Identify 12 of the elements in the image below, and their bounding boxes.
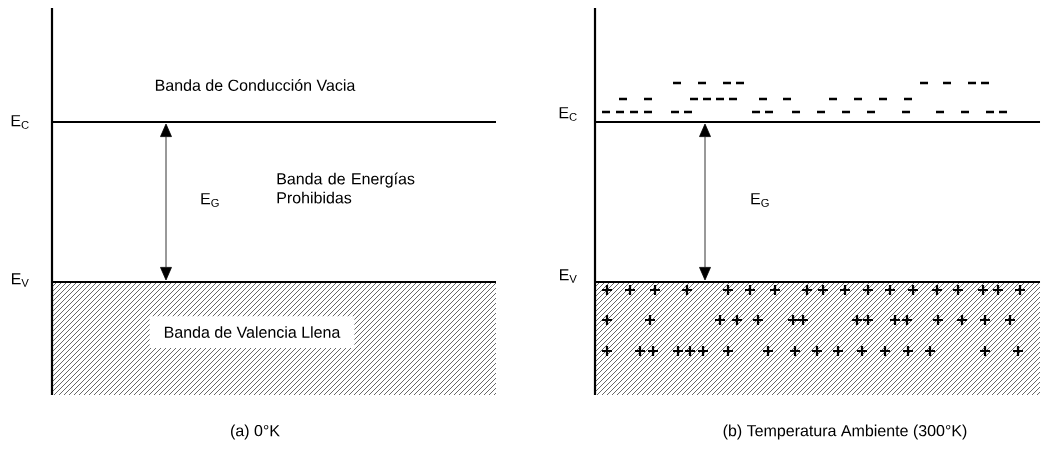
panel-caption: (b) Temperatura Ambiente (300°K) — [723, 424, 967, 440]
level-label: E$_{C}$ — [559, 107, 577, 121]
band-label: Banda de Conducción Vacia — [155, 79, 356, 91]
level-label: E$_{V}$ — [12, 273, 29, 287]
band-label: Banda de Energías Prohibidas — [277, 172, 415, 204]
band-label-box: Banda de Valencia Llena — [149, 316, 355, 348]
gap-label: E$_{G}$ — [751, 193, 769, 207]
panel-caption: (a) 0°K — [231, 424, 280, 440]
level-label: E$_{V}$ — [560, 269, 577, 283]
gap-label: E$_{G}$ — [201, 193, 219, 207]
node-label: Banda de Valencia Llena — [164, 326, 341, 338]
level-label: E$_{C}$ — [11, 115, 29, 129]
